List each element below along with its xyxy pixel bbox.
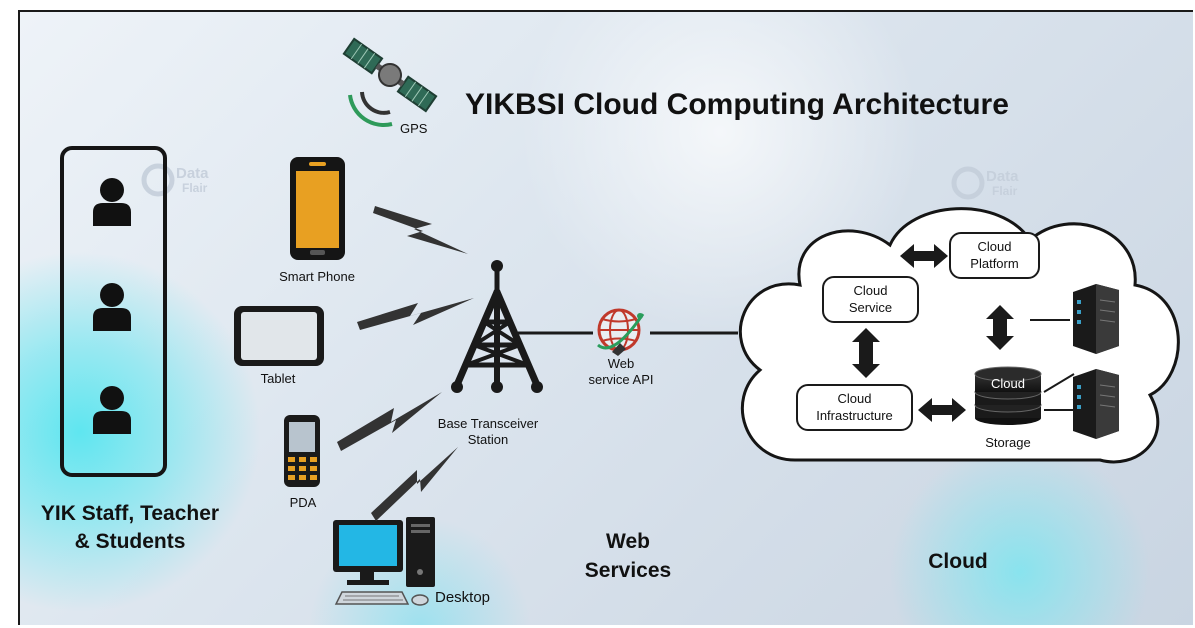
web-services-label-line1: Web <box>606 530 650 553</box>
pda-label: PDA <box>290 495 317 510</box>
user-icon <box>93 283 131 331</box>
cloud-service-line1: Cloud <box>854 283 888 298</box>
cloud-infrastructure-box <box>796 384 913 431</box>
cloud-service-box <box>822 276 919 323</box>
api-label-line1: Web <box>608 356 635 371</box>
desktop-label: Desktop <box>435 589 490 606</box>
tablet-icon <box>234 306 324 366</box>
tower-label-line1: Base Transceiver <box>438 416 539 431</box>
tower-icon <box>453 265 541 389</box>
users-label-line1: YIK Staff, Teacher <box>41 502 219 525</box>
smartphone-label: Smart Phone <box>279 269 355 284</box>
watermark-logo: Data Flair <box>141 163 209 197</box>
wireless-signal-icon <box>337 206 474 521</box>
cloud-platform-line2: Platform <box>970 256 1018 271</box>
api-label-line2: service API <box>588 372 653 387</box>
tower-label-line2: Station <box>468 432 508 447</box>
double-arrow-icon <box>852 328 880 378</box>
watermark-text-1: Data <box>176 165 209 182</box>
watermark-text-3: Data <box>986 168 1019 185</box>
globe-icon <box>597 308 645 356</box>
satellite-icon <box>342 37 438 127</box>
double-arrow-icon <box>918 398 966 422</box>
storage-icon <box>974 366 1042 425</box>
server-connector <box>1043 373 1075 393</box>
pda-icon <box>284 415 320 487</box>
cloud-platform-line1: Cloud <box>978 239 1012 254</box>
cloud-infrastructure-line1: Cloud <box>838 391 872 406</box>
cloud-section-label: Cloud <box>928 550 987 573</box>
diagram-title: YIKBSI Cloud Computing Architecture <box>465 88 1009 121</box>
cloud-platform-box <box>949 232 1040 279</box>
watermark-logo: Data Flair <box>951 166 1019 200</box>
desktop-icon <box>333 517 435 606</box>
cloud-infrastructure-line2: Infrastructure <box>816 408 893 423</box>
gps-label: GPS <box>400 121 428 136</box>
server-icon <box>1073 284 1119 354</box>
web-services-label-line2: Services <box>585 559 671 582</box>
double-arrow-icon <box>986 305 1014 350</box>
cloud-service-line2: Service <box>849 300 892 315</box>
storage-bottom-label: Storage <box>985 435 1031 450</box>
users-panel <box>60 146 167 477</box>
user-icon <box>93 386 131 434</box>
storage-top-label: Cloud <box>991 376 1025 391</box>
user-icon <box>93 178 131 226</box>
double-arrow-icon <box>900 244 948 268</box>
smartphone-icon <box>290 157 345 260</box>
watermark-text-4: Flair <box>992 184 1018 198</box>
tower-antenna-icon <box>451 260 543 393</box>
users-label-line2: & Students <box>75 530 186 553</box>
server-icon <box>1073 369 1119 439</box>
tablet-label: Tablet <box>261 371 296 386</box>
watermark-text-2: Flair <box>182 181 208 195</box>
